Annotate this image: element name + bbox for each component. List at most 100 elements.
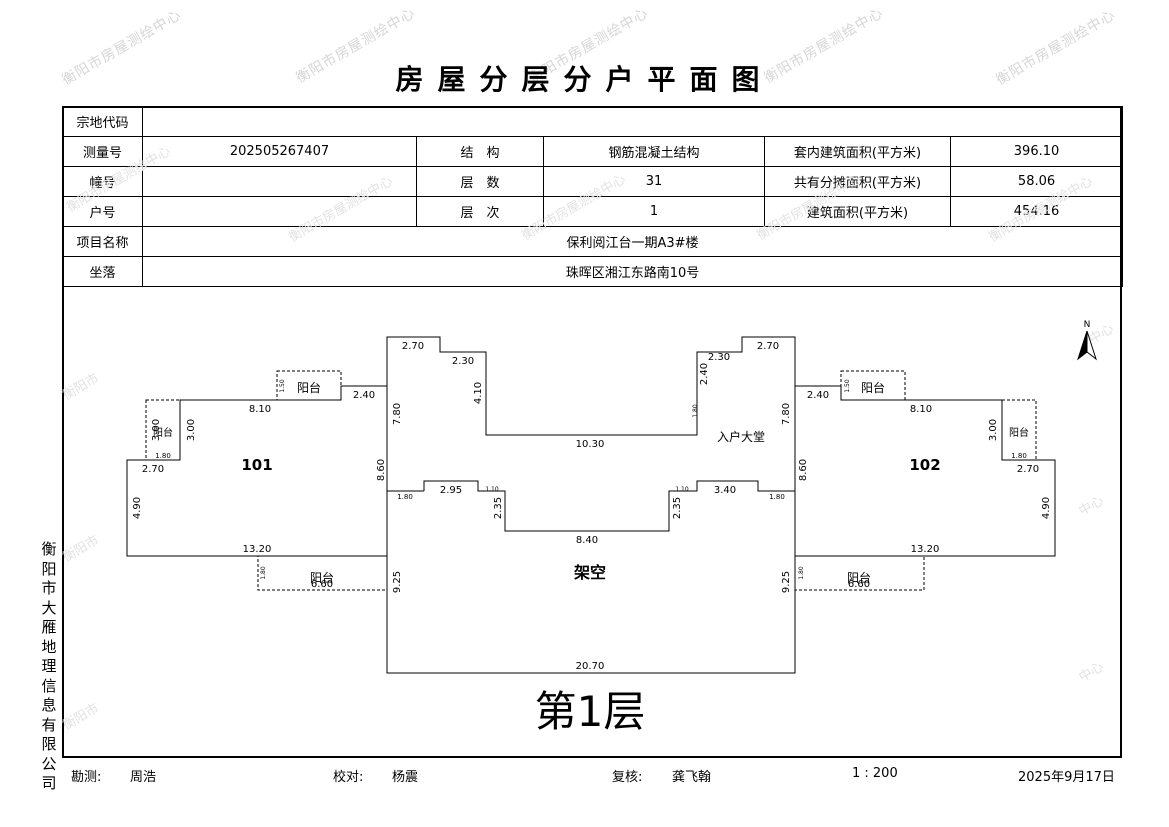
balcony-label: 阳台	[847, 570, 871, 585]
location-value: 珠晖区湘江东路南10号	[141, 256, 1124, 287]
dimension-label: 2.70	[757, 341, 779, 352]
dimension-label: 2.70	[402, 341, 424, 352]
watermark-fragment: 衡阳市	[60, 370, 102, 403]
balcony-outline	[145, 399, 181, 461]
dimension-label: 1.80	[260, 566, 267, 580]
dimension-label: 6.60	[311, 579, 333, 590]
location-label: 坐落	[62, 256, 143, 287]
dimension-label: 20.70	[576, 661, 605, 672]
dimension-label: 1.80	[769, 493, 785, 501]
inner-area-value: 396.10	[949, 136, 1124, 167]
shared-area-value: 58.06	[949, 166, 1124, 197]
watermark: 衡阳市房屋测绘中心	[64, 143, 173, 215]
reviewer-label: 复核:	[612, 770, 643, 785]
watermark: 衡阳市房屋测绘中心	[754, 171, 863, 243]
dimension-label: 2.30	[452, 356, 474, 367]
dimension-label: 2.70	[142, 464, 164, 475]
dimension-label: 2.40	[699, 363, 710, 385]
building-no-value	[142, 166, 417, 197]
open-space-label: 架空	[573, 563, 606, 582]
watermark: 衡阳市房屋测绘中心	[286, 173, 395, 245]
watermark-fragment: 衡阳市	[60, 700, 102, 733]
north-arrow-icon	[1086, 330, 1097, 361]
lobby-label: 入户大堂	[717, 429, 765, 444]
dimension-label: 3.00	[988, 419, 999, 441]
dimension-label: 1.50	[844, 379, 851, 393]
dimension-label: 3.40	[714, 485, 736, 496]
balcony-label: 阳台	[310, 570, 334, 585]
dimension-label: 2.70	[1017, 464, 1039, 475]
dimension-label: 2.30	[708, 352, 730, 363]
watermark-fragment: 中心	[1077, 493, 1107, 519]
dimension-label: 2.40	[353, 390, 375, 401]
structure-label: 结 构	[416, 136, 544, 167]
company-name-vertical: 衡阳市大雁地理信息有限公司	[41, 540, 57, 792]
unit-no-label: 户号	[62, 196, 143, 227]
document-title: 房屋分层分户平面图	[395, 63, 774, 96]
dimension-label: 8.40	[576, 535, 598, 546]
dimension-label: 10.30	[576, 439, 605, 450]
balcony-outline	[276, 370, 342, 401]
survey-no-label: 测量号	[62, 136, 143, 167]
dimension-label: 8.10	[249, 404, 271, 415]
dimension-label: 13.20	[243, 544, 272, 555]
balcony-outline	[794, 555, 925, 591]
core-outline	[386, 336, 796, 674]
dimension-label: 1.80	[798, 566, 805, 580]
dimension-label: 8.60	[376, 459, 387, 481]
dimension-label: 7.80	[781, 403, 792, 425]
info-table: 宗地代码 测量号 202505267407 结 构 钢筋混凝土结构 套内建筑面积…	[62, 106, 1124, 287]
dimension-label: 4.10	[473, 382, 484, 404]
dimension-label: 2.35	[672, 497, 683, 519]
dimension-label: 1.50	[279, 379, 286, 393]
unit-102-label: 102	[909, 456, 940, 474]
building-no-label: 幢号	[62, 166, 143, 197]
dimension-label: 9.25	[781, 571, 792, 593]
dimension-label: 1.80	[397, 493, 413, 501]
building-area-value: 454.16	[949, 196, 1124, 227]
floors-value: 31	[543, 166, 765, 197]
balcony-label: 阳台	[297, 380, 321, 395]
surveyor-label: 勘测:	[71, 770, 102, 785]
balcony-label: 阳台	[861, 380, 885, 395]
balcony-label: 阳台	[153, 426, 173, 439]
watermark-fragment: 中心	[1077, 659, 1107, 685]
unit-101-label: 101	[241, 456, 272, 474]
dimension-label: 1.10	[485, 486, 499, 493]
scale: 1 : 200	[852, 766, 898, 781]
dimension-label: 4.90	[1041, 497, 1052, 519]
north-label: N	[1084, 320, 1091, 330]
dimension-label: 2.40	[807, 390, 829, 401]
dimension-label: 7.80	[392, 403, 403, 425]
dimension-label: 3.00	[151, 419, 162, 441]
checker-label: 校对:	[333, 770, 364, 785]
watermark: 衡阳市房屋测绘中心	[986, 173, 1095, 245]
dimension-label: 1.80	[155, 452, 171, 460]
reviewer-name: 龚飞翰	[672, 770, 712, 785]
project-label: 项目名称	[62, 226, 143, 257]
dimension-label: 1.80	[1011, 452, 1027, 460]
dimension-label: 9.25	[392, 571, 403, 593]
dimension-label: 1.80	[692, 404, 699, 418]
balcony-label: 阳台	[1009, 426, 1029, 439]
dimension-label: 1.10	[675, 486, 689, 493]
dimension-label: 8.60	[798, 459, 809, 481]
north-arrow-icon	[1077, 330, 1088, 361]
date: 2025年9月17日	[1018, 770, 1115, 785]
inner-area-label: 套内建筑面积(平方米)	[764, 136, 951, 167]
floor-label: 第1层	[535, 687, 646, 736]
dimension-label: 3.00	[186, 419, 197, 441]
dimension-label: 8.10	[910, 404, 932, 415]
balcony-outline	[257, 555, 388, 591]
dimension-label: 13.20	[911, 544, 940, 555]
checker-name: 杨震	[392, 770, 419, 785]
surveyor-name: 周浩	[130, 770, 157, 785]
shared-area-label: 共有分摊面积(平方米)	[764, 166, 951, 197]
dimension-label: 2.35	[493, 497, 504, 519]
dimension-label: 2.95	[440, 485, 462, 496]
watermark-fragment: 衡阳市	[60, 532, 102, 565]
building-area-label: 建筑面积(平方米)	[764, 196, 951, 227]
dimension-label: 6.60	[848, 579, 870, 590]
balcony-outline	[840, 370, 906, 401]
